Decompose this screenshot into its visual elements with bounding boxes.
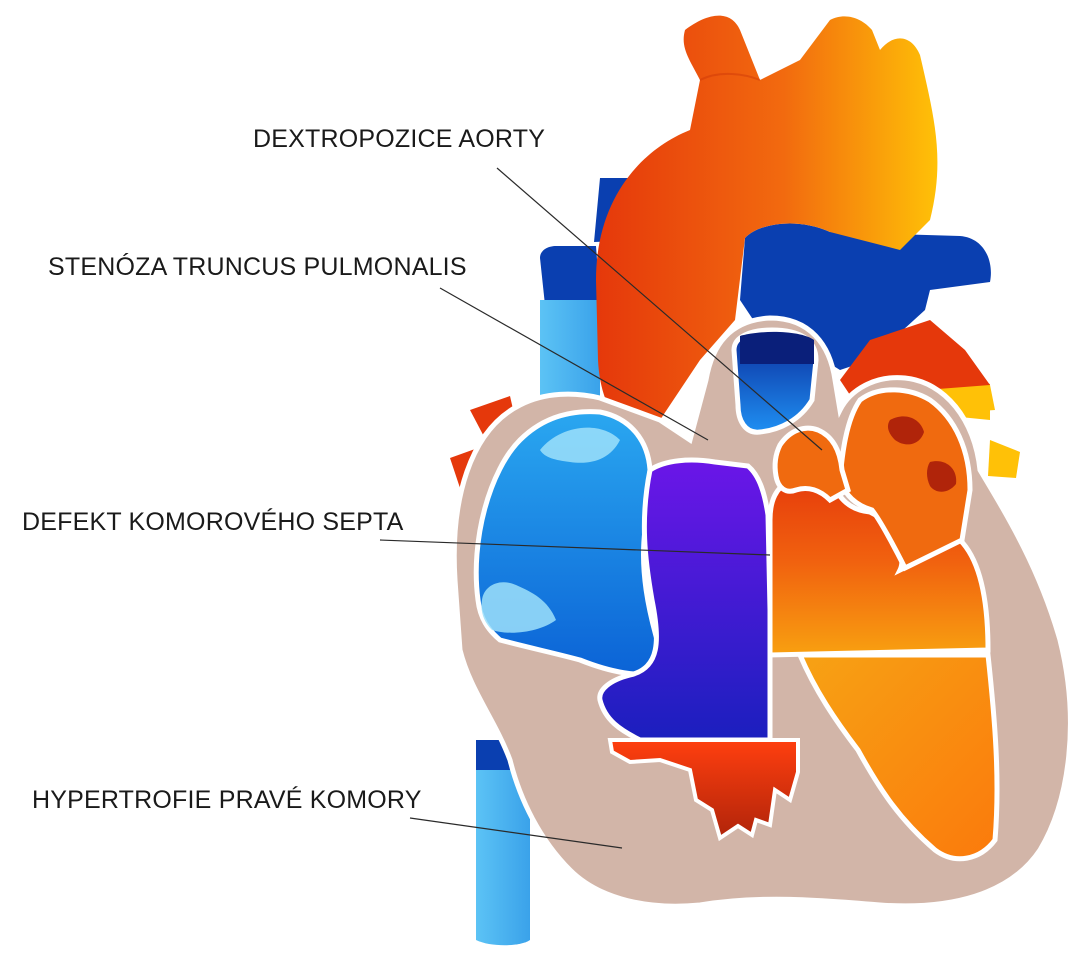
label-hypertrofie-prave-komory: HYPERTROFIE PRAVÉ KOMORY	[32, 785, 422, 814]
label-defekt-komoroveho-septa: DEFEKT KOMOROVÉHO SEPTA	[22, 507, 404, 536]
label-stenoza-truncus-pulmonalis: STENÓZA TRUNCUS PULMONALIS	[48, 252, 467, 281]
label-dextropozice-aorty: DEXTROPOZICE AORTY	[253, 125, 545, 153]
